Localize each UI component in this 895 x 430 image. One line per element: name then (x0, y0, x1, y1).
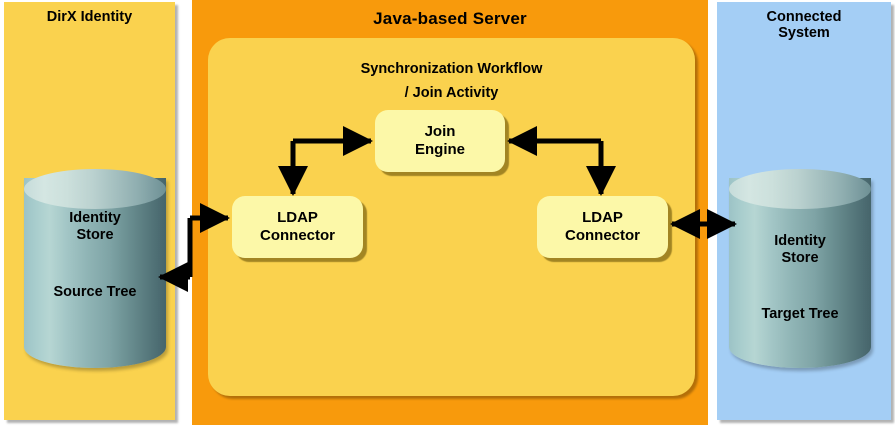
workflow-title-line1: Synchronization Workflow (360, 61, 543, 77)
node-join-engine-label: Join Engine (415, 123, 465, 160)
node-ldap-connector-left[interactable]: LDAP Connector (232, 196, 363, 258)
workflow-title-line2: / Join Activity (404, 84, 499, 101)
node-join-engine-label-line1: Join (424, 122, 456, 140)
panel-connected-system-title-line2: System (778, 25, 830, 42)
node-ldap-connector-right-label-line1: LDAP (582, 208, 623, 226)
node-ldap-connector-right-label-line2: Connector (565, 227, 640, 244)
node-join-engine-label-line2: Engine (414, 141, 465, 158)
node-ldap-connector-left-label-line1: LDAP (277, 208, 318, 226)
identity-store-source-tree: Identity Store Source Tree (24, 169, 166, 368)
node-ldap-connector-left-label: LDAP Connector (260, 209, 335, 246)
cylinder-top-source (24, 169, 166, 209)
node-ldap-connector-left-label-line2: Connector (260, 227, 335, 244)
identity-store-target-tree: Identity Store Target Tree (729, 169, 871, 368)
source-store-label-line1: Identity (69, 210, 121, 226)
target-tree-label: Target Tree (761, 306, 839, 322)
panel-connected-system-title-line1: Connected (766, 9, 842, 25)
source-tree-label: Source Tree (53, 284, 137, 300)
source-store-label-line2: Store (76, 227, 114, 244)
panel-dirx-identity-title: DirX Identity (46, 9, 133, 25)
node-ldap-connector-right[interactable]: LDAP Connector (537, 196, 668, 258)
node-ldap-connector-right-label: LDAP Connector (565, 209, 640, 246)
panel-java-based-server-title: Java-based Server (373, 9, 527, 28)
panel-connected-system-title: Connected System (717, 9, 891, 41)
source-store-label: Identity Store (24, 210, 166, 245)
cylinder-body-target (729, 178, 871, 368)
workflow-title: Synchronization Workflow / Join Activity (208, 58, 695, 106)
target-store-label-line2: Store (781, 250, 819, 267)
cylinder-body-source (24, 178, 166, 368)
target-store-label: Identity Store (729, 233, 871, 268)
target-store-label-line1: Identity (774, 233, 826, 249)
cylinder-top-target (729, 169, 871, 209)
node-join-engine[interactable]: Join Engine (375, 110, 505, 172)
